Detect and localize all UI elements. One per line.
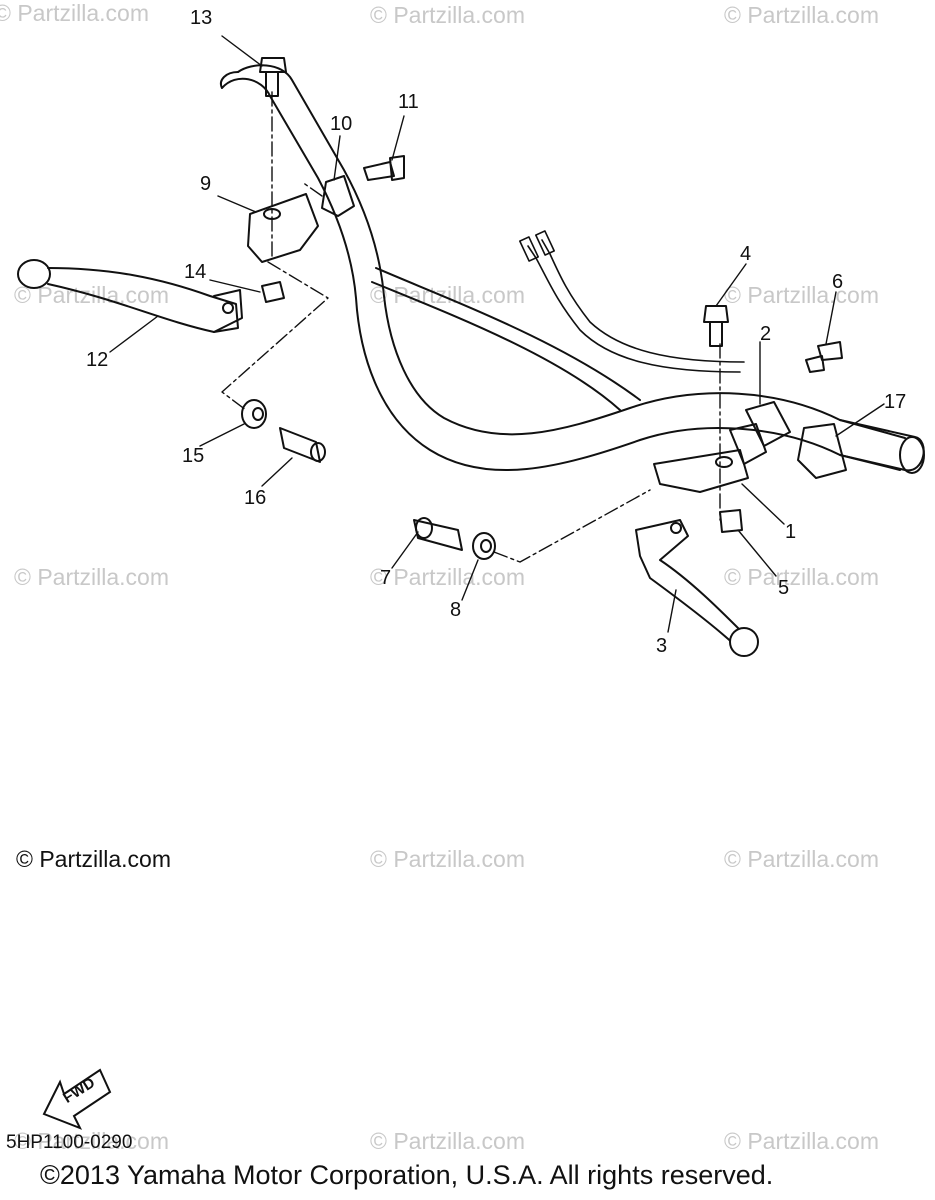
watermark: © Partzilla.com <box>370 2 525 28</box>
callout-16: 16 <box>244 487 267 509</box>
watermark: © Partzilla.com <box>724 1128 879 1154</box>
handlebar <box>220 64 925 474</box>
callout-5: 5 <box>778 577 790 599</box>
adjuster-16 <box>279 427 326 463</box>
callout-6: 6 <box>832 271 844 293</box>
watermark: © Partzilla.com <box>370 846 525 872</box>
callout-8: 8 <box>450 599 462 621</box>
callout-13: 13 <box>190 7 213 29</box>
wire-harness <box>519 230 745 373</box>
lever-holder-right <box>653 401 847 493</box>
watermark: © Partzilla.com <box>724 282 879 308</box>
callout-4: 4 <box>740 243 752 265</box>
alignment-lines <box>221 91 721 563</box>
clutch-lever <box>17 259 243 333</box>
copyright-notice: ©2013 Yamaha Motor Corporation, U.S.A. A… <box>40 1160 774 1190</box>
callout-15: 15 <box>182 445 205 467</box>
bolt-11 <box>363 155 405 181</box>
bolt-13 <box>259 57 287 97</box>
brake-lever <box>635 519 759 657</box>
nut-5 <box>719 509 743 533</box>
nut-14 <box>261 281 285 303</box>
callout-2: 2 <box>760 323 772 345</box>
diagram-code: 5HP1100-0290 <box>6 1132 133 1153</box>
fwd-arrow-icon <box>42 1068 112 1130</box>
watermark: © Partzilla.com <box>14 564 169 590</box>
callout-17: 17 <box>884 391 907 413</box>
lever-holder-left <box>247 175 355 263</box>
watermark: © Partzilla.com <box>0 0 149 26</box>
callout-9: 9 <box>200 173 212 195</box>
bolt-6 <box>805 341 843 373</box>
adjuster-7 <box>413 517 463 551</box>
callout-14: 14 <box>184 261 207 283</box>
locknut-8 <box>472 532 496 560</box>
callout-7: 7 <box>380 567 392 589</box>
locknut-15 <box>241 399 267 429</box>
callout-3: 3 <box>656 635 668 657</box>
callout-11: 11 <box>398 91 419 113</box>
watermark: © Partzilla.com <box>724 2 879 28</box>
callout-1: 1 <box>785 521 797 543</box>
watermark: © Partzilla.com <box>370 564 525 590</box>
leader-lines <box>109 35 885 633</box>
bolt-4 <box>703 305 729 347</box>
watermark: © Partzilla.com <box>370 1128 525 1154</box>
watermark-strong: © Partzilla.com <box>16 846 171 872</box>
watermark: © Partzilla.com <box>370 282 525 308</box>
callout-12: 12 <box>86 349 109 371</box>
watermark: © Partzilla.com <box>724 846 879 872</box>
callout-10: 10 <box>330 113 353 135</box>
watermark: © Partzilla.com <box>14 1128 169 1154</box>
watermark: © Partzilla.com <box>724 564 879 590</box>
